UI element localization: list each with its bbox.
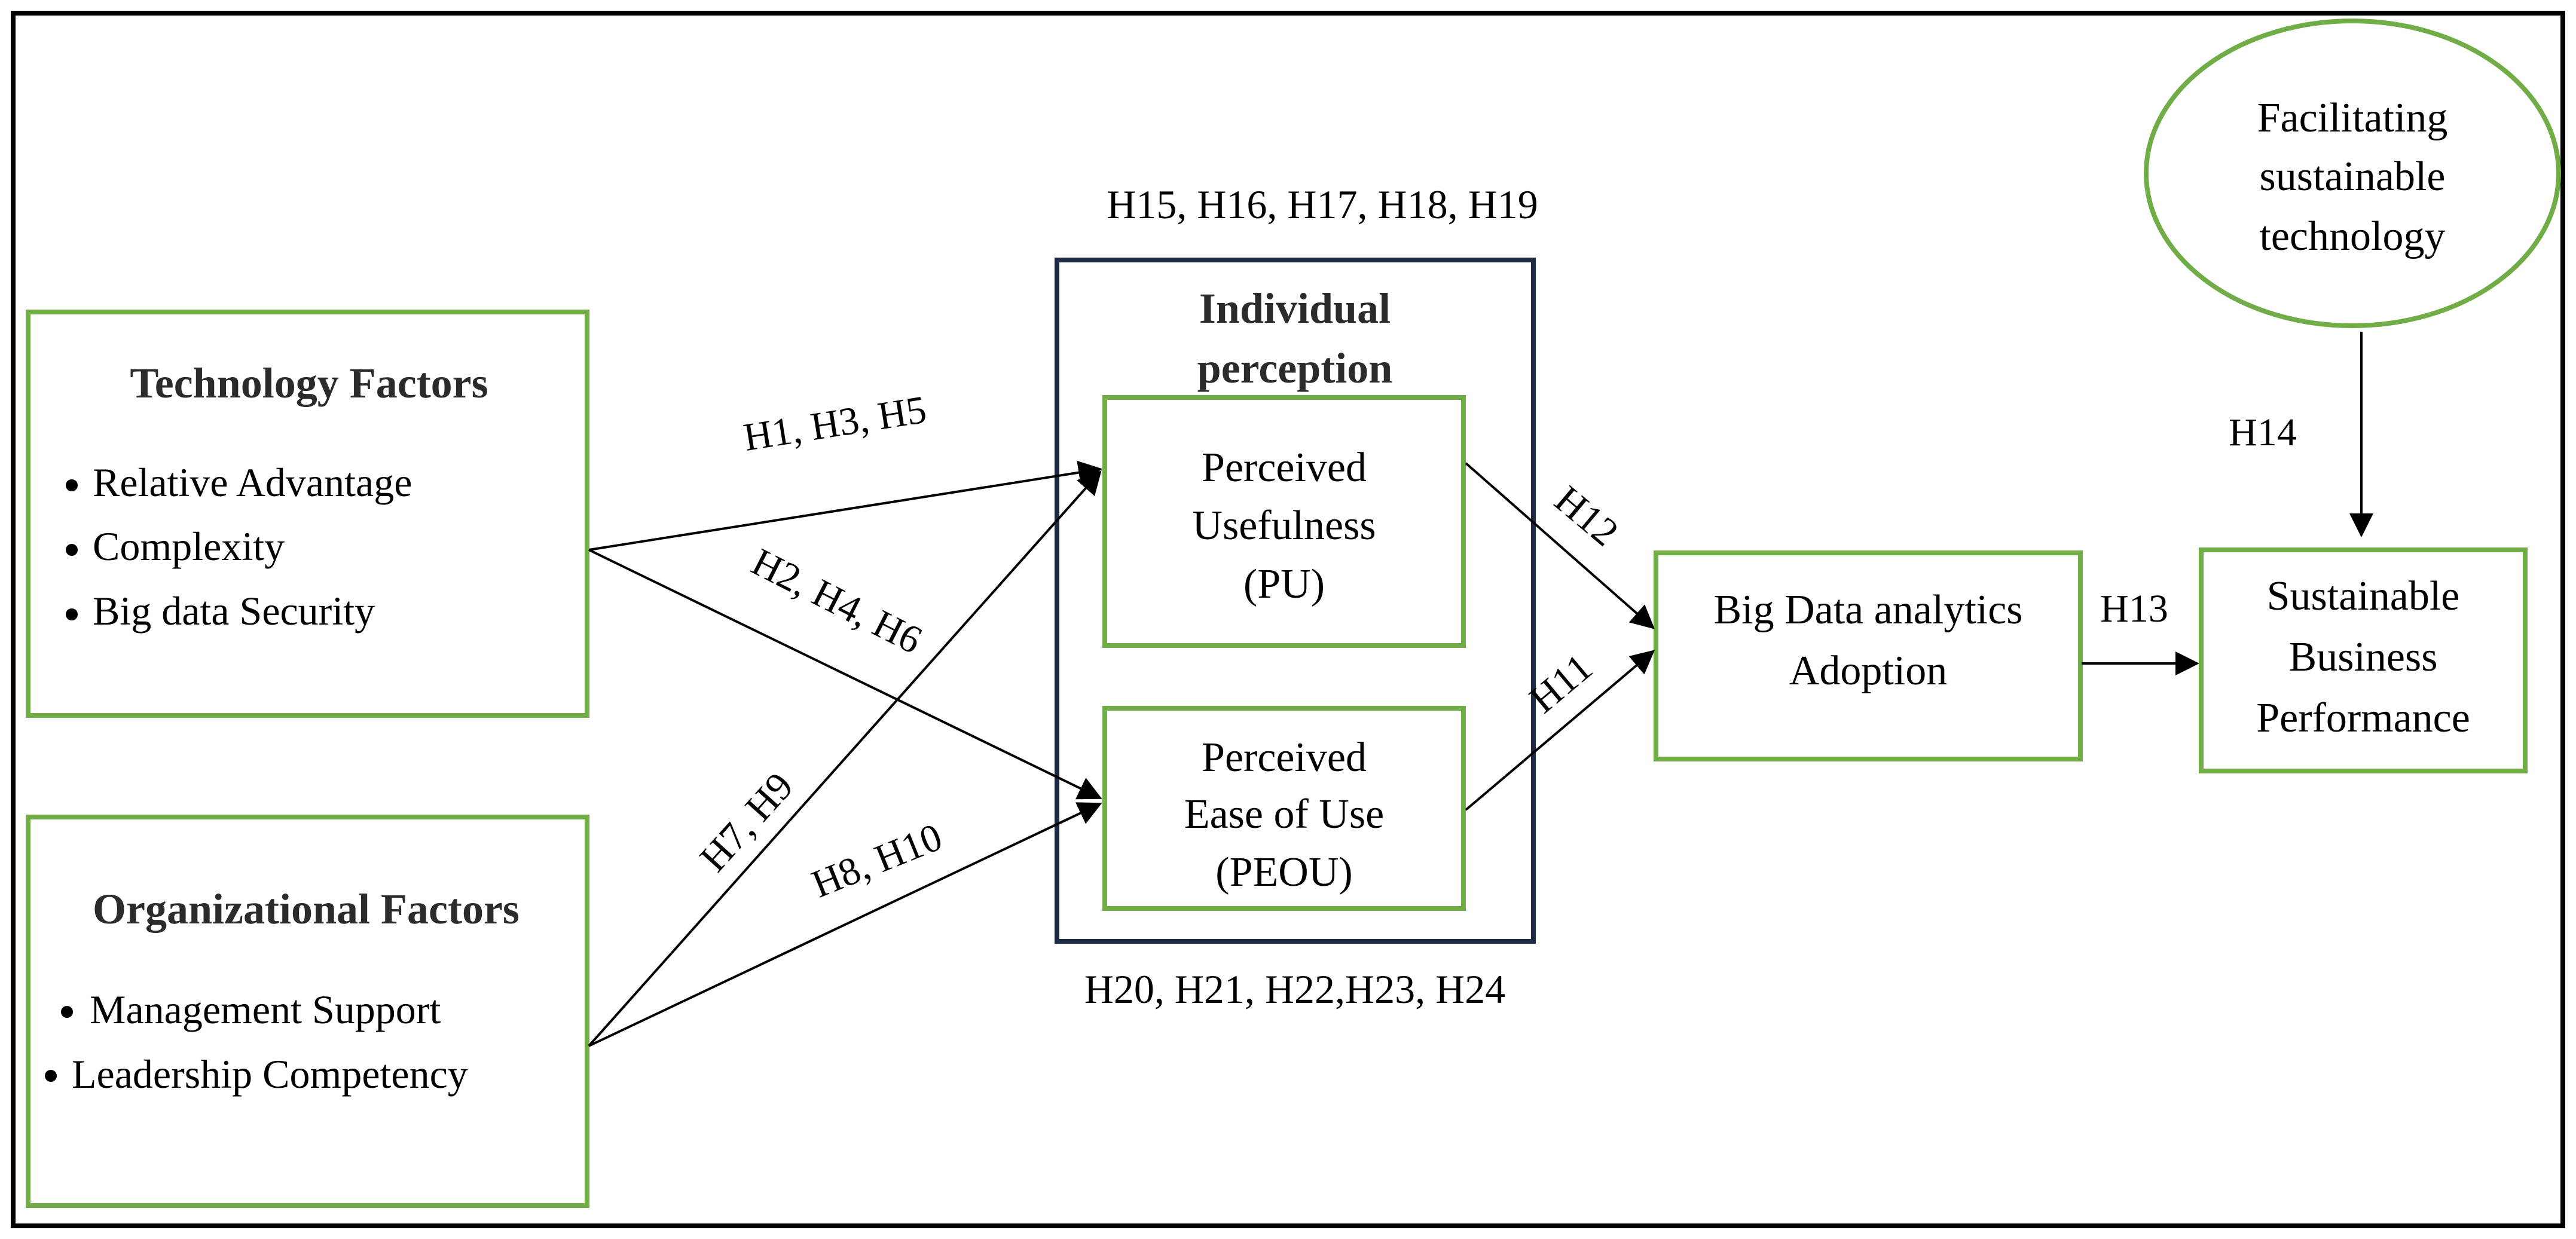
perceived-ease-of-use-box: Perceived Ease of Use (PEOU) (1102, 706, 1466, 911)
hypothesis-label: H1, H3, H5 (741, 388, 930, 460)
hypotheses-label-bottom: H20, H21, H22,H23, H24 (1084, 966, 1506, 1012)
sbp-label: Performance (2256, 695, 2470, 741)
sbp-label: Business (2289, 634, 2438, 680)
technology-factor-item: Big data Security (93, 588, 375, 634)
hypothesis-label: H8, H10 (806, 815, 948, 907)
technology-factor-item: Complexity (93, 524, 285, 569)
arrow-tech-to-peou (588, 549, 1102, 800)
organizational-factor-item: Management Support (90, 987, 441, 1032)
sustainable-business-performance-box: Sustainable Business Performance (2199, 547, 2528, 773)
bullet-icon (66, 544, 78, 556)
hypothesis-label: H7, H9 (692, 764, 802, 880)
technology-factors-box: Technology Factors Relative Advantage Co… (26, 310, 589, 718)
hypotheses-label-top: H15, H16, H17, H18, H19 (1107, 182, 1538, 227)
big-data-adoption-box: Big Data analytics Adoption (1654, 550, 2083, 761)
pu-label: Usefulness (1192, 503, 1376, 549)
hypothesis-label: H14 (2229, 411, 2297, 454)
organizational-factor-item: Leadership Competency (72, 1051, 468, 1097)
hypothesis-label: H13 (2100, 587, 2168, 631)
arrow-tech-to-pu (588, 460, 1102, 551)
fst-label: technology (2259, 213, 2445, 259)
peou-label: Ease of Use (1184, 791, 1384, 837)
individual-perception-title: perception (1197, 344, 1393, 392)
bda-label: Big Data analytics (1713, 587, 2022, 633)
arrow-org-to-peou (588, 802, 1102, 1047)
organizational-factors-title: Organizational Factors (93, 885, 520, 933)
hypothesis-label: H2, H4, H6 (745, 540, 929, 662)
bda-label: Adoption (1789, 648, 1947, 694)
individual-perception-title: Individual (1199, 284, 1391, 332)
fst-label: sustainable (2259, 154, 2445, 200)
technology-factor-item: Relative Advantage (93, 460, 412, 505)
peou-label: Perceived (1202, 735, 1367, 781)
individual-perception-frame: Individual perception (1055, 258, 1536, 944)
bullet-icon (66, 479, 78, 491)
technology-factors-title: Technology Factors (130, 359, 488, 407)
outer-frame (11, 11, 2565, 1228)
bullet-icon (45, 1070, 57, 1082)
peou-label: (PEOU) (1215, 849, 1352, 895)
arrow-pu-to-bda (1465, 462, 1655, 629)
pu-label: (PU) (1243, 561, 1325, 607)
bullet-icon (66, 608, 78, 620)
arrow-org-to-pu (588, 470, 1102, 1047)
pu-label: Perceived (1202, 445, 1367, 491)
arrow-peou-to-bda (1465, 650, 1655, 811)
fst-label: Facilitating (2257, 95, 2448, 141)
bullet-icon (61, 1006, 73, 1018)
facilitating-technology-ellipse: Facilitating sustainable technology (2144, 19, 2561, 328)
sbp-label: Sustainable (2267, 573, 2460, 619)
perceived-usefulness-box: Perceived Usefulness (PU) (1102, 395, 1466, 648)
organizational-factors-box: Organizational Factors Management Suppor… (26, 815, 589, 1208)
